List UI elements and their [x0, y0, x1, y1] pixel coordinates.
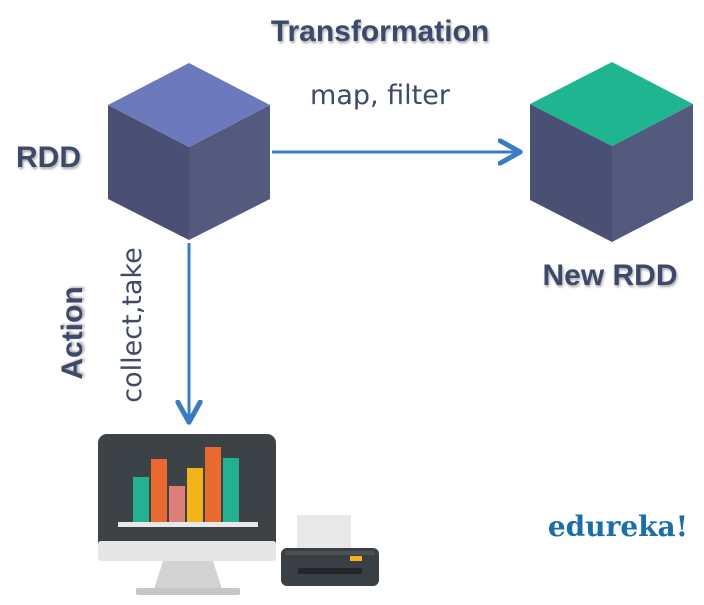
printer-button: [350, 556, 362, 561]
new-rdd-cube-left-face: [530, 104, 612, 242]
new-rdd-cube-top-face: [530, 62, 693, 146]
monitor-base: [136, 588, 240, 595]
action-label: Action: [56, 286, 89, 379]
transformation-label: Transformation: [271, 15, 489, 48]
monitor-bar-chart-icon: [98, 434, 276, 595]
chart-baseline: [118, 522, 258, 527]
chart-bar: [223, 458, 239, 523]
chart-bar: [133, 477, 149, 523]
printer-icon: [281, 515, 379, 586]
transformation-ops-label: map, filter: [310, 80, 451, 111]
printer-top-highlight: [285, 551, 375, 555]
rdd-cube: [108, 63, 270, 240]
edureka-logo: edureka!: [548, 510, 688, 543]
rdd-cube-right-face: [189, 105, 270, 240]
new-rdd-cube-right-face: [612, 104, 693, 242]
chart-bar: [187, 468, 203, 523]
new-rdd-label: New RDD: [542, 259, 677, 292]
rdd-cube-left-face: [108, 105, 189, 240]
chart-bar: [205, 447, 221, 523]
action-ops-label: collect,take: [117, 247, 148, 402]
monitor-stand: [154, 561, 222, 589]
monitor-chin: [98, 541, 276, 561]
printer-output-slot: [298, 568, 362, 574]
new-rdd-cube: [530, 62, 693, 242]
rdd-cube-top-face: [108, 63, 270, 147]
rdd-label: RDD: [16, 141, 81, 174]
chart-bar: [151, 459, 167, 523]
chart-bar: [169, 486, 185, 523]
